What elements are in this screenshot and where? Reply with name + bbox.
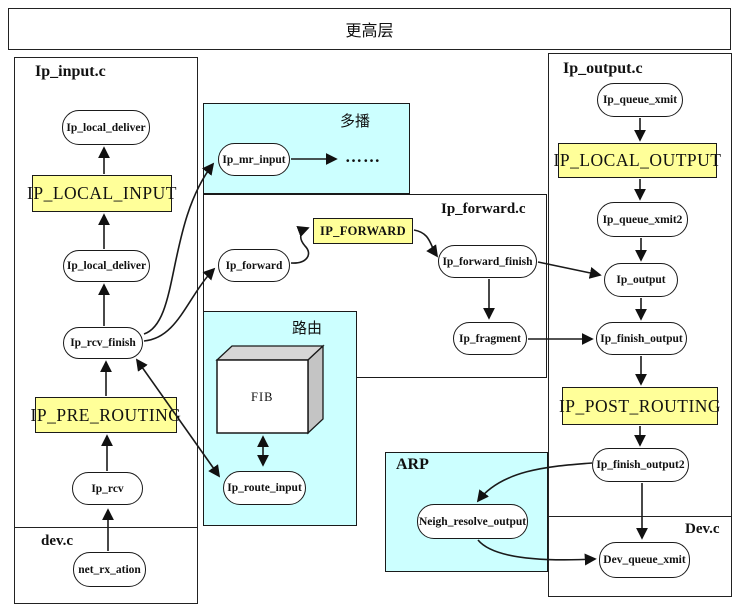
node-ip-mr-input: Ip_mr_input xyxy=(218,143,290,176)
dev-left-divider xyxy=(14,527,198,528)
multicast-ellipsis: …… xyxy=(345,147,381,166)
node-ip-local-deliver-top: Ip_local_deliver xyxy=(62,110,150,145)
hook-ip-local-output: IP_LOCAL_OUTPUT xyxy=(554,143,721,178)
multicast-title: 多播 xyxy=(340,114,371,130)
hook-ip-local-input: IP_LOCAL_INPUT xyxy=(27,175,176,212)
node-label: Ip_finish_output xyxy=(600,332,683,345)
node-ip-fragment: Ip_fragment xyxy=(453,322,527,355)
hook-ip-post-routing: IP_POST_ROUTING xyxy=(558,387,722,425)
ip-output-title: Ip_output.c xyxy=(563,60,643,77)
node-ip-rcv-finish: Ip_rcv_finish xyxy=(63,327,143,359)
node-label: Ip_local_deliver xyxy=(66,260,147,272)
node-label: Ip_output xyxy=(616,274,666,286)
node-ip-rcv: Ip_rcv xyxy=(72,472,143,505)
node-label: Ip_mr_input xyxy=(222,153,286,166)
node-label: Ip_queue_xmit xyxy=(602,94,678,106)
node-neigh-resolve-output: Neigh_resolve_output xyxy=(417,504,528,539)
arp-title: ARP xyxy=(396,456,429,473)
hook-label: IP_LOCAL_OUTPUT xyxy=(553,150,722,170)
node-label: Ip_forward_finish xyxy=(442,255,533,268)
node-label: Ip_route_input xyxy=(227,482,302,494)
node-dev-queue-xmit: Dev_queue_xmit xyxy=(599,542,690,578)
ip-input-title: Ip_input.c xyxy=(35,63,106,80)
dev-right-title: Dev.c xyxy=(685,521,720,537)
node-label: Ip_rcv xyxy=(91,482,124,495)
node-ip-finish-output: Ip_finish_output xyxy=(596,322,687,355)
node-label: Dev_queue_xmit xyxy=(603,554,686,566)
hook-ip-forward: IP_FORWARD xyxy=(313,218,413,244)
node-ip-forward: Ip_forward xyxy=(218,249,290,282)
node-ip-output: Ip_output xyxy=(604,263,678,297)
routing-title: 路由 xyxy=(292,321,323,337)
hook-label: IP_FORWARD xyxy=(320,223,406,238)
node-ip-forward-finish: Ip_forward_finish xyxy=(438,245,537,278)
node-ip-local-deliver: Ip_local_deliver xyxy=(63,250,150,282)
node-ip-route-input: Ip_route_input xyxy=(223,471,306,505)
node-label: Ip_finish_output2 xyxy=(596,459,685,471)
node-label: Ip_forward xyxy=(225,259,283,272)
hook-ip-pre-routing: IP_PRE_ROUTING xyxy=(31,397,181,433)
dev-left-title: dev.c xyxy=(41,533,74,549)
hook-label: IP_POST_ROUTING xyxy=(558,395,722,416)
hook-label: IP_PRE_ROUTING xyxy=(30,404,182,425)
upper-layer-banner: 更高层 xyxy=(8,8,731,50)
node-label: Ip_local_deliver xyxy=(66,121,146,134)
hook-label: IP_LOCAL_INPUT xyxy=(27,183,177,203)
node-label: Ip_rcv_finish xyxy=(70,337,136,349)
node-label: Ip_fragment xyxy=(459,332,521,345)
dev-right-divider xyxy=(548,516,732,517)
node-net-rx-ation: net_rx_ation xyxy=(73,552,146,587)
node-ip-finish-output2: Ip_finish_output2 xyxy=(592,448,689,482)
forward-title: Ip_forward.c xyxy=(441,201,526,217)
node-label: net_rx_ation xyxy=(78,563,141,576)
node-label: Neigh_resolve_output xyxy=(418,515,527,528)
ip-output-column xyxy=(548,53,732,597)
node-ip-queue-xmit2: Ip_queue_xmit2 xyxy=(597,202,688,237)
upper-layer-title: 更高层 xyxy=(345,23,394,40)
node-label: Ip_queue_xmit2 xyxy=(602,213,683,226)
node-ip-queue-xmit: Ip_queue_xmit xyxy=(597,83,683,117)
